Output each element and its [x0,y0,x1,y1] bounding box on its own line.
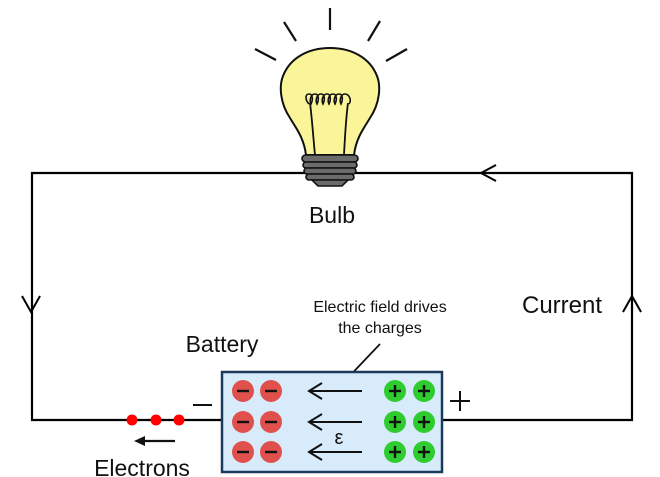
electron [173,414,185,426]
negative-charge [260,380,282,402]
electron [150,414,162,426]
field-note-line2: the charges [338,320,422,337]
electron-direction-arrow [134,436,175,446]
field-arrow [307,413,362,431]
emf-symbol: ε [335,427,344,449]
filament-supports [309,102,349,156]
electrons-label: Electrons [94,455,190,477]
current-arrow-top [478,164,497,182]
positive-charge [384,441,406,463]
current-label: Current [522,292,602,319]
negative-charge [260,441,282,463]
electron [126,414,138,426]
positive-charges [384,380,435,463]
current-arrow-left [21,295,41,315]
light-rays [254,8,408,62]
positive-charge [413,411,435,433]
bulb-icon [279,46,381,187]
bulb-label: Bulb [309,202,355,228]
positive-terminal-sign [450,391,470,411]
positive-charge [413,380,435,402]
field-arrow [307,443,362,461]
negative-charges [232,380,282,463]
field-arrow [307,382,362,400]
filament-coil [305,93,352,106]
negative-charge [260,411,282,433]
battery: ε [220,370,444,474]
positive-charge [413,441,435,463]
battery-label: Battery [186,331,259,357]
positive-charge [384,411,406,433]
field-note-line1: Electric field drives [313,299,446,316]
bulb-base [301,154,359,187]
positive-charge [384,380,406,402]
negative-charge [232,380,254,402]
negative-charge [232,441,254,463]
electric-field-arrows [307,382,362,461]
current-arrow-right [622,293,642,313]
electrons-group [126,414,185,426]
negative-charge [232,411,254,433]
